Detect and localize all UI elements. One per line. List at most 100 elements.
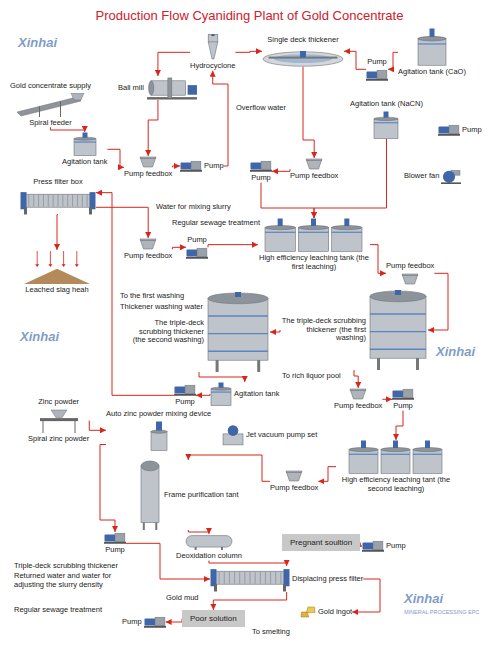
node-label: Gold concentrate supply — [10, 82, 91, 91]
node-label: The triple-deck scrubbing thickener (the… — [280, 317, 366, 343]
flow-line — [166, 619, 182, 622]
pump-feedbox: Pump feedbox — [270, 470, 318, 493]
icon-part — [74, 141, 96, 142]
icon-part — [42, 418, 43, 432]
flow-note: To smelting — [252, 628, 290, 637]
icon-part — [418, 39, 446, 66]
flow-note: To rich liquor pool — [282, 372, 341, 381]
node-label: Agitation tank (CaO) — [398, 68, 466, 77]
equipment-icon — [373, 111, 399, 139]
node-label: Pump — [187, 236, 207, 245]
icon-part — [208, 42, 218, 59]
icon-part — [384, 111, 389, 117]
equipment-icon — [104, 532, 126, 544]
icon-part — [261, 161, 271, 170]
tank-group — [265, 219, 295, 252]
pump: Pump — [438, 124, 482, 136]
icon-part — [363, 542, 374, 549]
press-filter: Press filter box — [20, 178, 96, 215]
flow-line — [148, 100, 158, 156]
flow-line — [158, 52, 190, 76]
node-label: Auto zinc powder mixing device — [106, 410, 211, 419]
icon-part — [208, 298, 268, 360]
flow-note: Gold mud — [166, 594, 199, 603]
flow-note: Water for mixing slurry — [156, 203, 231, 212]
tank-group — [332, 219, 362, 252]
icon-part — [265, 572, 266, 584]
node-label: Pump — [386, 542, 406, 551]
watermark: Xinhai — [18, 36, 57, 51]
icon-part — [144, 626, 166, 628]
icon-part — [208, 35, 218, 43]
icon-part — [17, 97, 81, 116]
icon-part — [298, 232, 328, 233]
equipment-icon — [262, 47, 344, 67]
node-label: Agitation tank — [234, 390, 279, 399]
flow-line — [188, 455, 270, 481]
node-label: Pump — [393, 402, 413, 411]
icon-part — [311, 219, 316, 226]
watermark: Xinhai — [20, 330, 59, 345]
icon-part — [63, 251, 64, 265]
icon-part — [374, 117, 398, 120]
node-label: High efficiency leaching tank (the first… — [258, 254, 370, 271]
icon-part — [33, 194, 34, 206]
node-label: Spiral zinc powder — [28, 435, 89, 444]
flow-note: Thickener washing water — [120, 303, 203, 312]
icon-part — [239, 572, 240, 584]
icon-part — [28, 194, 29, 206]
pump-feedbox: Pump feedbox — [124, 238, 172, 261]
flow-line — [208, 245, 258, 248]
icon-part — [374, 118, 398, 138]
flow-line — [370, 245, 386, 274]
icon-part — [381, 450, 410, 474]
pump-feedbox: Pump feedbox — [386, 262, 434, 285]
icon-part — [349, 454, 378, 455]
flow-line — [344, 51, 366, 69]
node-label: Pump — [175, 398, 195, 407]
pump-feedbox: Pump feedbox — [124, 156, 172, 179]
flow-line — [382, 399, 392, 400]
equipment-icon — [285, 470, 303, 482]
pump-feedbox: Pump feedbox — [334, 388, 382, 411]
icon-part — [332, 225, 362, 229]
icon-part — [373, 541, 383, 550]
node-label: Blower fan — [404, 172, 439, 181]
icon-part — [265, 225, 295, 229]
icon-part — [250, 170, 272, 172]
icon-part — [191, 161, 201, 170]
node-label: Pump feedbox — [386, 262, 434, 271]
flow-line — [272, 169, 290, 171]
flow-line — [270, 330, 280, 332]
icon-part — [140, 158, 156, 159]
node-label: Pump feedbox — [270, 484, 318, 493]
icon-part — [175, 386, 186, 393]
single-thickener: Single deck thickener — [262, 36, 344, 67]
node-label: Pump feedbox — [290, 172, 338, 181]
icon-part — [429, 29, 434, 37]
node-label: Frame purification tant — [164, 491, 239, 500]
icon-part — [156, 421, 162, 430]
node-label: Gold ingot — [318, 608, 352, 617]
icon-part — [39, 106, 40, 117]
icon-part — [174, 394, 196, 396]
flow-line — [428, 273, 448, 330]
blower-fan: Blower fan — [404, 168, 461, 184]
flow-note: Regular sewage treatment — [172, 219, 260, 228]
icon-part — [208, 333, 268, 334]
flow-note: Regular sewage treatment — [14, 606, 102, 615]
icon-part — [280, 572, 281, 584]
purification-tank: Frame purification tant — [138, 460, 239, 530]
node-label: Jet vacuum pump set — [246, 431, 317, 440]
equipment-icon — [222, 424, 244, 446]
flow-line — [172, 247, 186, 249]
icon-part — [75, 264, 79, 267]
icon-part — [74, 139, 96, 156]
icon-part — [393, 390, 404, 397]
icon-part — [224, 572, 225, 584]
icon-part — [402, 274, 418, 284]
node-label: The triple-deck scrubbing thickener (the… — [128, 319, 204, 345]
icon-part — [82, 133, 87, 138]
icon-part — [141, 466, 159, 523]
flow-line — [213, 592, 286, 610]
